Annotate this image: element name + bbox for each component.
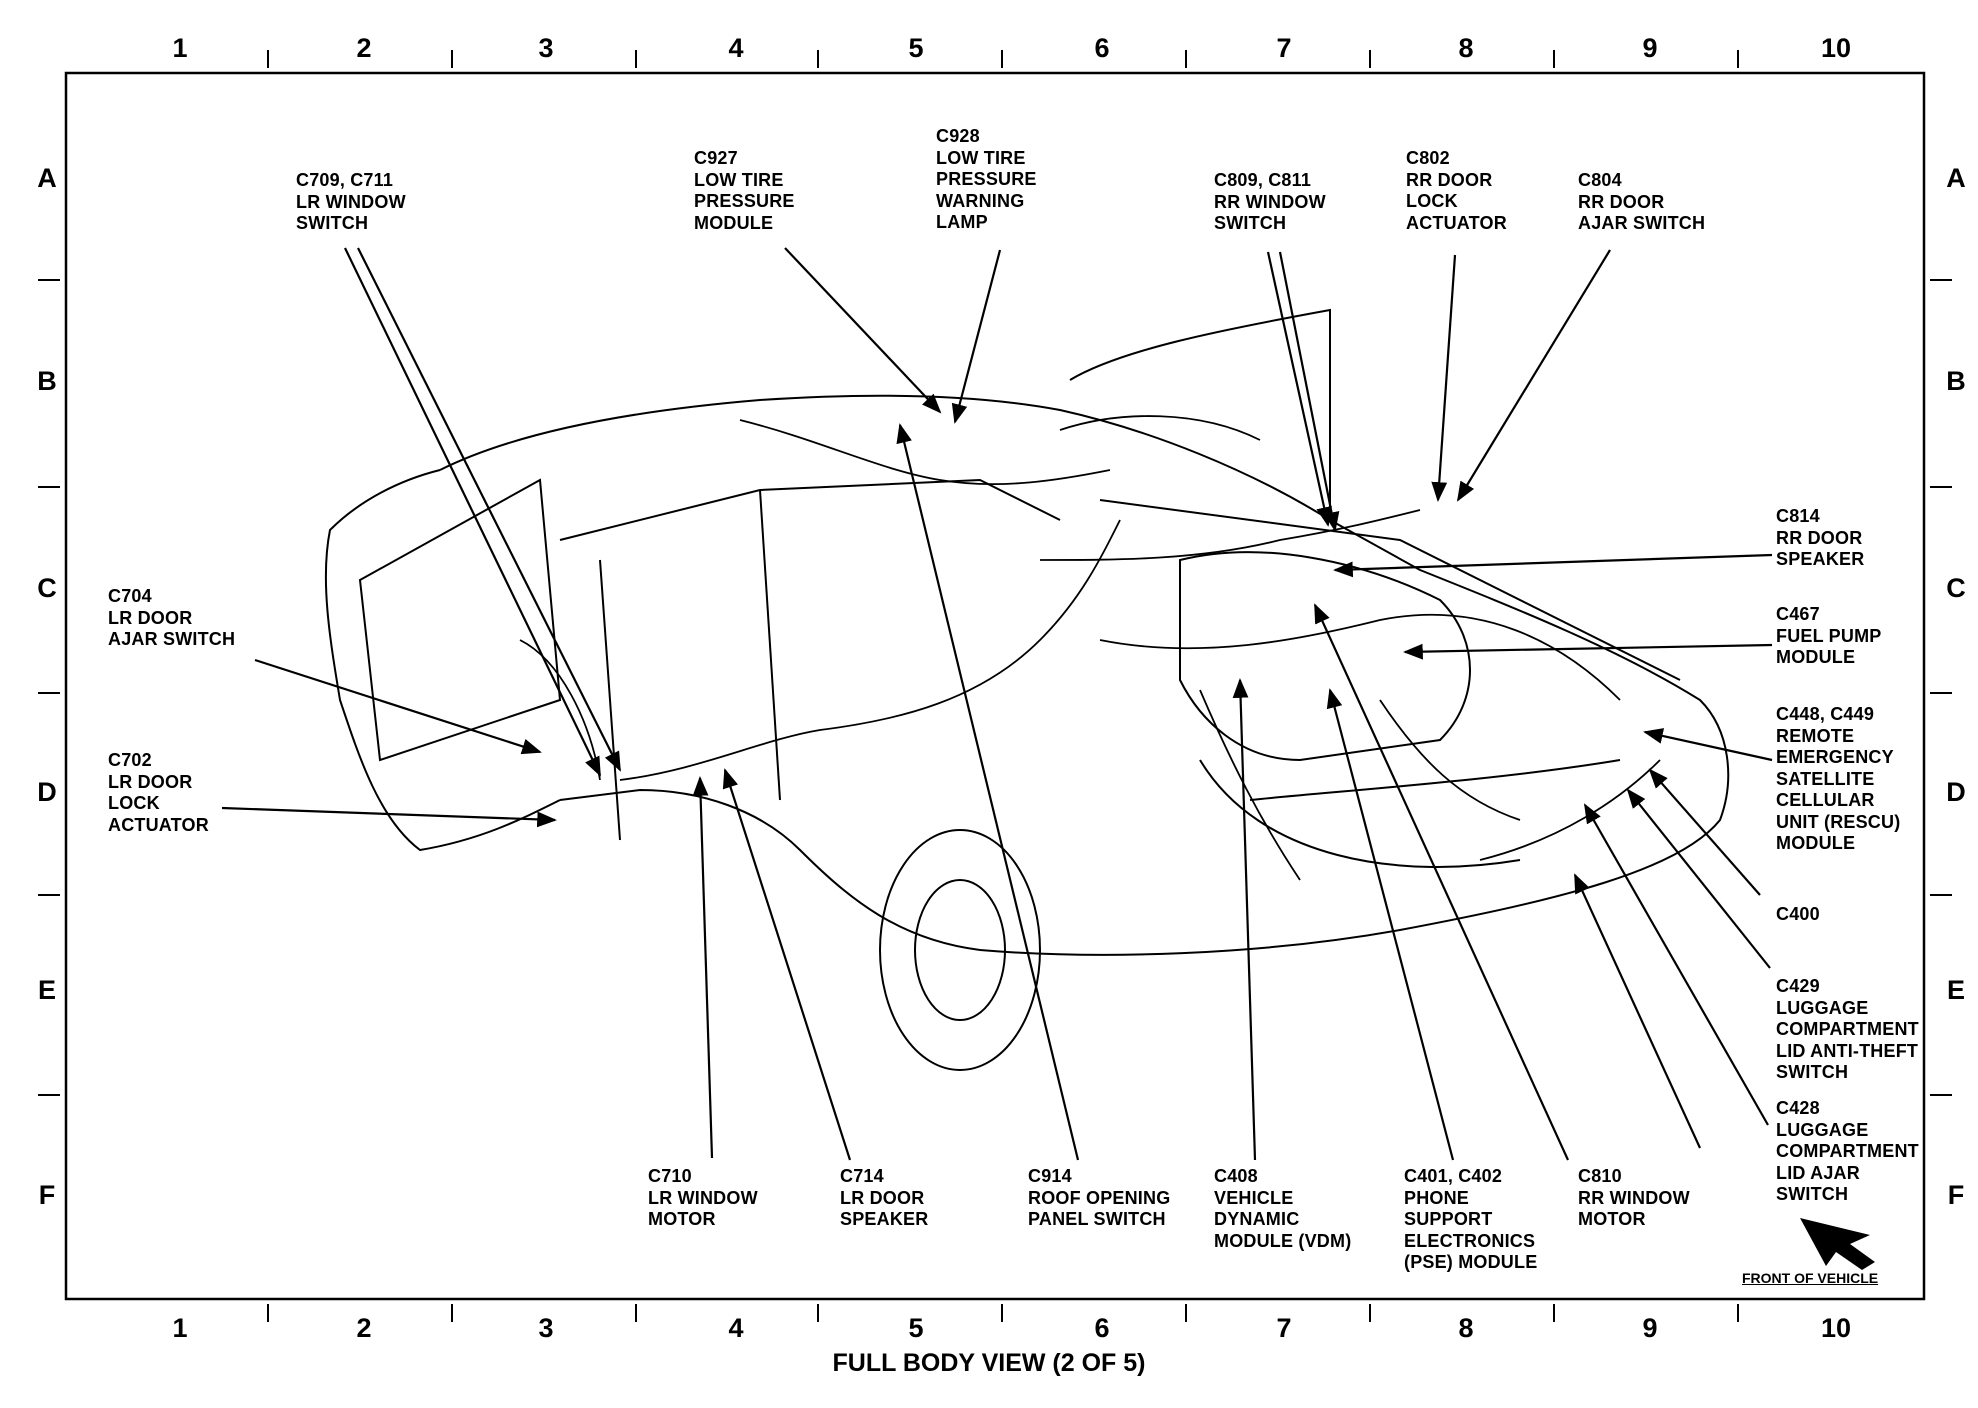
grid-col-top: 4: [728, 33, 744, 63]
grid-col-bottom: 8: [1458, 1313, 1474, 1343]
grid-row-right: E: [1946, 975, 1965, 1005]
grid-row-left: A: [37, 163, 57, 193]
grid-row-right: B: [1946, 366, 1966, 396]
grid-col-top: 6: [1094, 33, 1110, 63]
grid-col-bottom: 7: [1276, 1313, 1292, 1343]
grid-ticks: [38, 50, 1952, 1322]
grid-col-bottom: 1: [172, 1313, 188, 1343]
grid-col-bottom: 3: [538, 1313, 554, 1343]
grid-col-top: 7: [1276, 33, 1292, 63]
grid-row-left: D: [37, 777, 57, 807]
grid-col-top: 5: [908, 33, 924, 63]
grid-row-right: A: [1946, 163, 1966, 193]
front-of-vehicle-arrow-icon: [1800, 1218, 1875, 1270]
grid-col-top: 8: [1458, 33, 1474, 63]
grid-col-top: 9: [1642, 33, 1658, 63]
grid-col-top: 2: [356, 33, 372, 63]
grid-col-bottom: 10: [1820, 1313, 1852, 1343]
grid-col-top: 10: [1820, 33, 1852, 63]
grid-col-top: 1: [172, 33, 188, 63]
grid-row-right: D: [1946, 777, 1966, 807]
grid-row-right: F: [1947, 1180, 1965, 1210]
grid-col-bottom: 5: [908, 1313, 924, 1343]
callout-c400: C400: [1776, 904, 1820, 924]
leader-lines: [221, 247, 1773, 1161]
wiring-harness: [519, 415, 1661, 881]
grid-col-bottom: 9: [1642, 1313, 1658, 1343]
grid-row-left: B: [37, 366, 57, 396]
grid-col-bottom: 2: [356, 1313, 372, 1343]
grid-col-top: 3: [538, 33, 554, 63]
front-of-vehicle-label: FRONT OF VEHICLE: [1742, 1270, 1879, 1286]
grid-row-right: C: [1946, 573, 1966, 603]
grid-row-left: C: [37, 573, 57, 603]
grid-row-left: F: [38, 1180, 56, 1210]
grid-col-bottom: 4: [728, 1313, 744, 1343]
diagram-frame: [64, 71, 1926, 1301]
vehicle-outline: [324, 308, 1730, 1071]
grid-col-bottom: 6: [1094, 1313, 1110, 1343]
diagram-title: FULL BODY VIEW (2 OF 5): [832, 1349, 1146, 1377]
grid-row-left: E: [37, 975, 56, 1005]
